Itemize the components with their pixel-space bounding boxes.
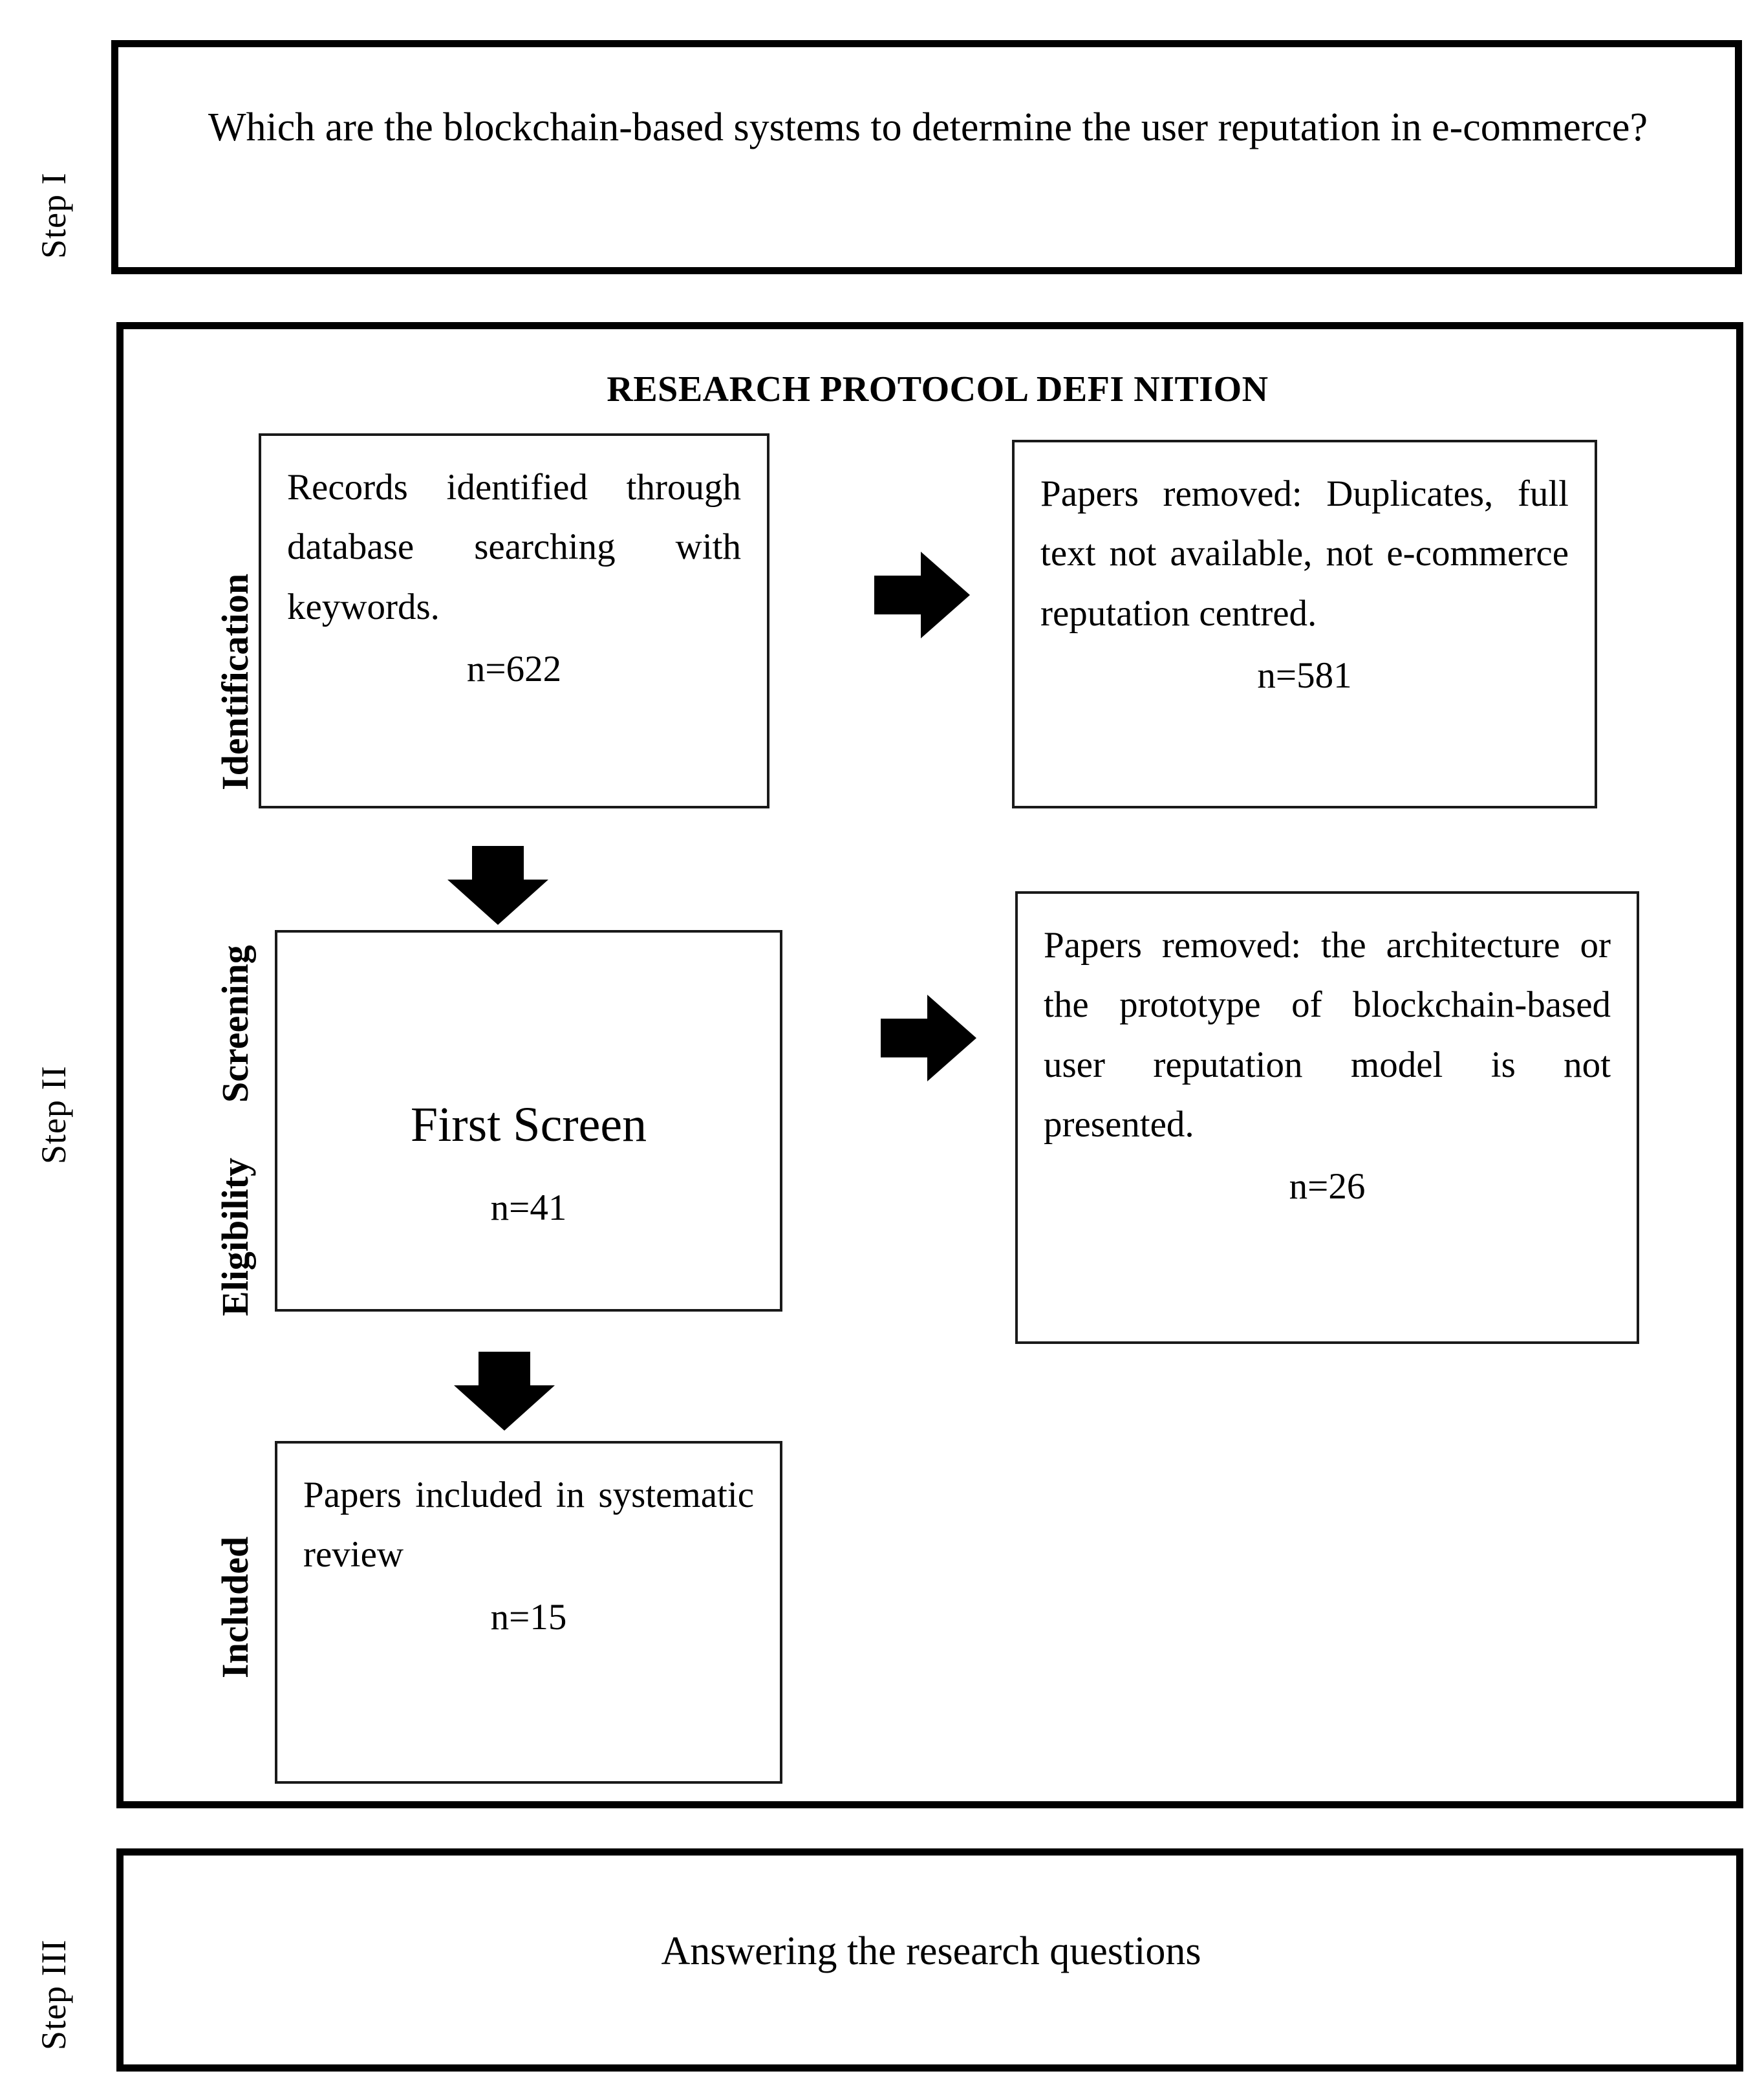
box-removed-eligibility-count: n=26 xyxy=(1289,1166,1366,1207)
stage-label-screening: Screening xyxy=(214,945,256,1103)
box-first-screen-title: First Screen xyxy=(410,1098,647,1152)
step-i-question: Which are the blockchain-based systems t… xyxy=(208,105,1648,149)
box-removed-identification: Papers removed: Duplicates, full text no… xyxy=(1012,440,1597,808)
step-iii-frame xyxy=(116,1848,1743,2072)
step-label-iii: Step III xyxy=(34,1939,73,2050)
box-first-screen-count: n=41 xyxy=(490,1187,567,1228)
stage-label-included: Included xyxy=(214,1536,256,1678)
stage-label-identification: Identification xyxy=(214,573,256,790)
step-i-frame xyxy=(111,40,1742,274)
box-removed-eligibility: Papers removed: the architecture or the … xyxy=(1015,891,1639,1344)
arrow-identification-to-first-screen-icon xyxy=(447,846,548,925)
box-included-text: Papers included in systematic review xyxy=(303,1475,754,1575)
box-included: Papers included in systematic review n=1… xyxy=(275,1441,782,1784)
box-records-identified: Records identified through database sear… xyxy=(259,433,769,808)
box-removed-eligibility-text: Papers removed: the architecture or the … xyxy=(1044,925,1611,1145)
box-included-count: n=15 xyxy=(490,1596,567,1638)
research-protocol-title: RESEARCH PROTOCOL DEFI NITION xyxy=(607,369,1269,409)
box-removed-identification-count: n=581 xyxy=(1257,655,1352,696)
step-label-ii: Step II xyxy=(34,1065,73,1164)
arrow-first-screen-to-removed-icon xyxy=(881,995,976,1081)
step-iii-answer: Answering the research questions xyxy=(661,1929,1201,1973)
stage-label-eligibility: Eligibility xyxy=(214,1158,256,1316)
box-records-identified-count: n=622 xyxy=(466,648,562,689)
box-removed-identification-text: Papers removed: Duplicates, full text no… xyxy=(1040,473,1569,634)
step-label-i: Step I xyxy=(34,172,73,259)
arrow-identification-to-removed-icon xyxy=(874,552,970,638)
box-records-identified-text: Records identified through database sear… xyxy=(287,467,741,627)
arrow-first-screen-to-included-icon xyxy=(454,1352,555,1431)
box-first-screen: First Screen n=41 xyxy=(275,930,782,1312)
